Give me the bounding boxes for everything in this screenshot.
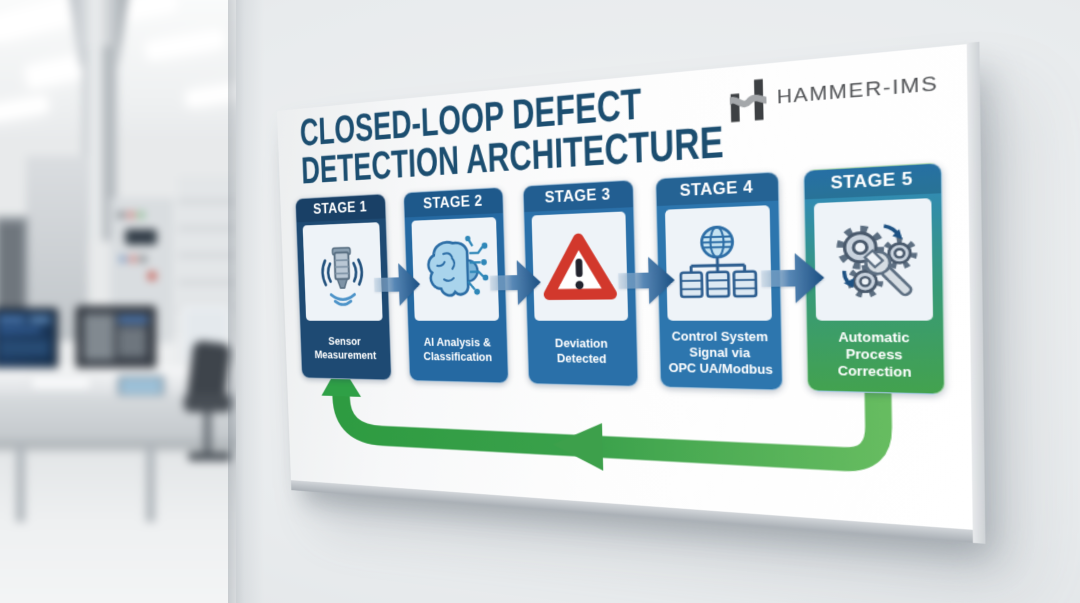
stage-1-header: STAGE 1 — [295, 194, 386, 223]
stage-1-label: Sensor Measurement — [314, 334, 377, 362]
indicator-light-green — [138, 212, 144, 218]
equipment-rack — [178, 176, 236, 311]
stage-1-card: STAGE 1 — [294, 193, 392, 381]
monitor-left — [0, 308, 58, 370]
stage-3-label: Deviation Detected — [554, 336, 608, 366]
stage-2-card: STAGE 2 AI Analysis & Classific — [403, 186, 509, 384]
cabinet-display — [122, 226, 160, 248]
indicator-light — [118, 212, 124, 218]
desk-leg — [146, 442, 155, 522]
stage-4-label: Control System Signal via OPC UA/Modbus — [668, 329, 773, 377]
desk-touchscreen — [118, 376, 164, 396]
gears-wrench-icon — [824, 215, 922, 305]
stage-2-label: AI Analysis & Classification — [423, 335, 493, 364]
stage-3-header: STAGE 3 — [523, 180, 634, 213]
control-room-scene-blur — [0, 0, 236, 603]
desk-shadow — [0, 441, 236, 451]
ai-brain-icon — [419, 235, 489, 307]
stage-5-header: STAGE 5 — [804, 163, 942, 200]
office-chair-base — [188, 452, 232, 461]
stage-row: STAGE 1 — [294, 162, 946, 395]
indicator-light-blue — [120, 256, 126, 262]
stage-1-icon-panel — [302, 222, 383, 321]
indicator-light-red — [128, 212, 134, 218]
warning-triangle-icon — [540, 226, 619, 306]
flow-arrow-3 — [617, 256, 676, 305]
wall-corner-shadow — [228, 0, 264, 603]
stage-2-header: STAGE 2 — [404, 187, 503, 218]
keyboard-panel — [30, 376, 92, 390]
indicator-light — [140, 256, 146, 262]
sensor-icon — [310, 236, 375, 308]
brand-name: HAMMER-IMS — [776, 72, 939, 109]
stage-2-icon-panel — [411, 217, 500, 321]
hammer-ims-h-icon — [730, 78, 768, 123]
control-room-scene — [0, 0, 236, 603]
stage-5-label: Automatic Process Correction — [837, 329, 912, 380]
office-chair-seat — [184, 394, 232, 412]
feedback-arrowhead-left — [551, 421, 604, 471]
stage-4-icon-panel — [664, 205, 772, 321]
stage-4-header: STAGE 4 — [656, 172, 779, 207]
desk-leg — [16, 442, 25, 522]
monitor-center — [76, 306, 156, 370]
flow-arrow-1 — [373, 262, 421, 306]
network-servers-icon — [674, 221, 761, 306]
flow-arrow-2 — [489, 259, 542, 306]
stage-5-icon-panel — [813, 198, 934, 321]
flow-arrow-4 — [760, 252, 825, 304]
architecture-poster: CLOSED-LOOP DEFECT DETECTION ARCHITECTUR… — [277, 41, 986, 544]
indicator-light-red — [130, 256, 136, 262]
emergency-button — [148, 272, 156, 280]
stage-3-icon-panel — [531, 211, 629, 321]
office-chair-post — [204, 412, 211, 454]
